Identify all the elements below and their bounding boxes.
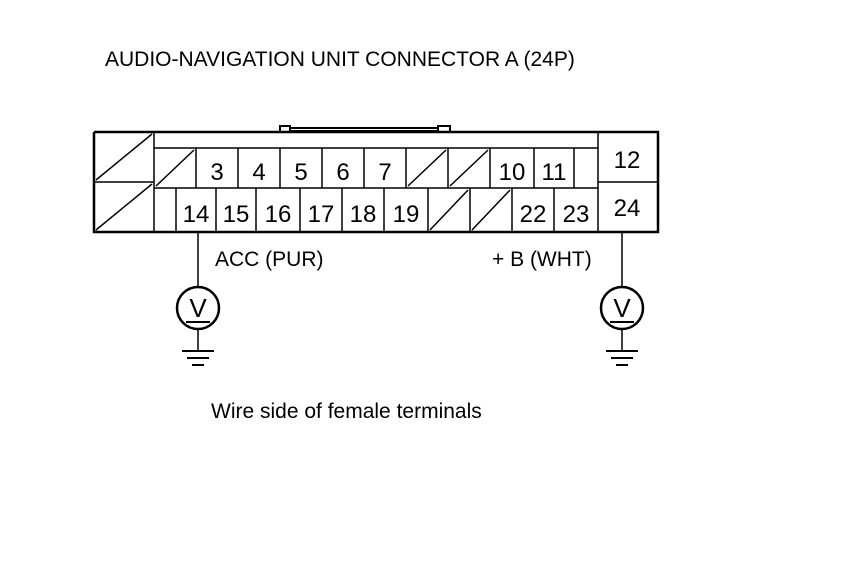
pin-16: 16	[265, 201, 292, 228]
probe-label-plus-b: + B (WHT)	[492, 248, 592, 271]
probe-terminal-14: ACC (PUR) V	[175, 232, 324, 366]
voltmeter-icon: V	[175, 285, 221, 331]
svg-text:V: V	[189, 293, 207, 323]
pin-15: 15	[223, 201, 250, 228]
svg-text:V: V	[613, 293, 631, 323]
pin-23: 23	[563, 201, 590, 228]
probe-terminal-24: + B (WHT) V	[492, 232, 645, 366]
pin-7: 7	[378, 159, 391, 186]
ground-icon	[606, 350, 638, 366]
pin-14: 14	[183, 201, 210, 228]
pin-24: 24	[614, 195, 641, 222]
connector-housing	[92, 125, 660, 234]
pin-10: 10	[499, 159, 526, 186]
ground-icon	[182, 350, 214, 366]
pin-12: 12	[614, 147, 641, 174]
pin-3: 3	[210, 159, 223, 186]
diagram-caption: Wire side of female terminals	[211, 400, 482, 423]
voltmeter-icon: V	[599, 285, 645, 331]
pin-6: 6	[336, 159, 349, 186]
pin-17: 17	[308, 201, 335, 228]
connector-bottom-row: 14 15 16 17 18 19 22 23 24	[175, 188, 641, 232]
probe-label-acc: ACC (PUR)	[215, 248, 324, 271]
pin-19: 19	[393, 201, 420, 228]
pin-18: 18	[350, 201, 377, 228]
pin-5: 5	[294, 159, 307, 186]
pin-4: 4	[252, 159, 265, 186]
pin-11: 11	[542, 159, 567, 186]
diagram-title: AUDIO-NAVIGATION UNIT CONNECTOR A (24P)	[105, 48, 575, 71]
pin-22: 22	[520, 201, 547, 228]
connector-top-row: 3 4 5 6 7 10 11 12	[155, 147, 641, 188]
